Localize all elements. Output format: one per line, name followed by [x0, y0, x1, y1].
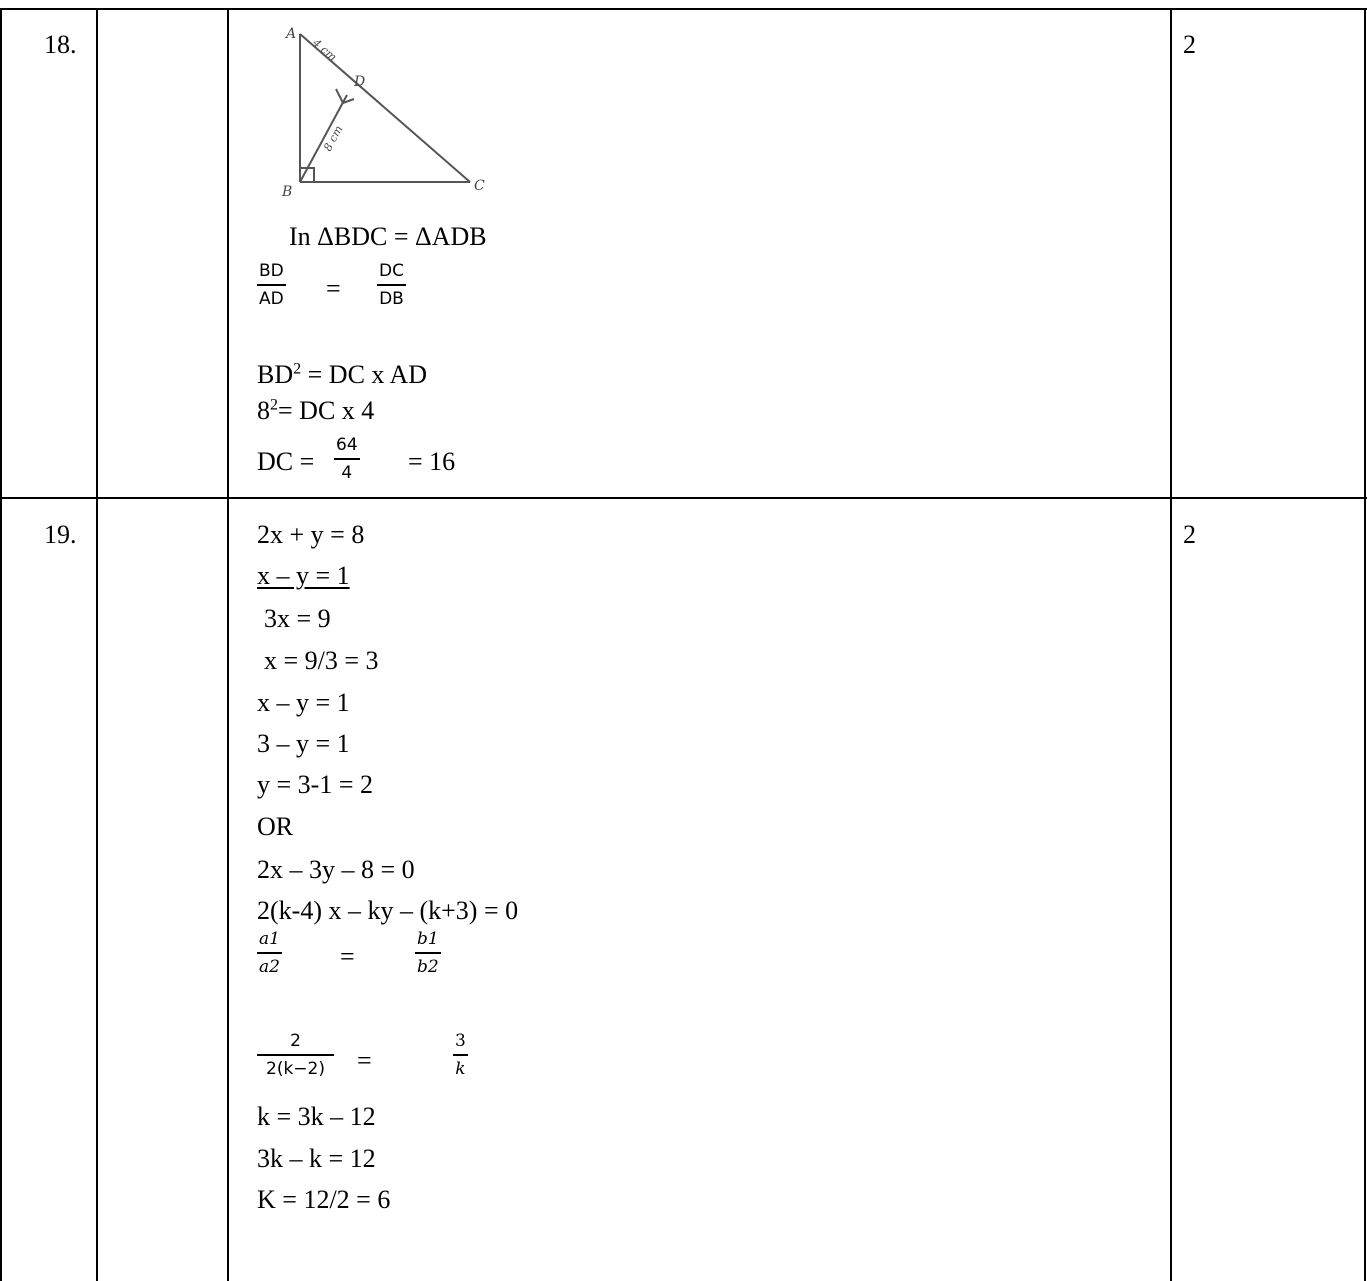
- equation-line: 3x = 9: [264, 604, 331, 633]
- segment-label-bd: 8 cm: [321, 123, 345, 153]
- vertex-label-a: A: [284, 26, 296, 42]
- equation-line: 3 – y = 1: [257, 729, 350, 758]
- or-separator: OR: [257, 812, 294, 841]
- equation-line: y = 3-1 = 2: [257, 770, 373, 799]
- fraction-64-4: 64 4: [334, 435, 360, 483]
- equation-line: k = 3k – 12: [257, 1102, 376, 1131]
- equals-sign: =: [340, 942, 355, 971]
- table-right-border: [1364, 8, 1366, 1281]
- equation-line: BD2 = DC x AD: [257, 360, 428, 389]
- table-top-border: [0, 8, 1367, 10]
- equation-line: K = 12/2 = 6: [257, 1185, 391, 1214]
- equation-line: 2x – 3y – 8 = 0: [257, 855, 415, 884]
- equals-sign: =: [326, 274, 341, 303]
- equation-result: = 16: [408, 447, 456, 476]
- fraction-b1-b2: b1 b2: [415, 929, 441, 977]
- triangle-figure: A 4 cm D 8 cm B C: [281, 26, 485, 200]
- equation-line: 3k – k = 12: [257, 1144, 376, 1173]
- equation-line: x – y = 1: [257, 561, 350, 590]
- equation-line: x – y = 1: [257, 688, 350, 717]
- equation-line: x = 9/3 = 3: [264, 646, 379, 675]
- row-divider: [0, 497, 1367, 499]
- marks-value: 2: [1183, 30, 1196, 59]
- fraction-bd-ad: BD AD: [257, 261, 286, 309]
- column-divider-2: [227, 8, 229, 1281]
- equation-line: DC =: [257, 447, 315, 476]
- equation-line: 2x + y = 8: [257, 520, 365, 549]
- fraction-3-over-k: 3 k: [453, 1031, 468, 1079]
- segment-label-ad: 4 cm: [309, 36, 339, 64]
- similarity-statement: In ΔBDC = ΔADB: [289, 222, 487, 251]
- column-divider-1: [96, 8, 98, 1281]
- vertex-label-c: C: [474, 178, 485, 194]
- column-divider-3: [1170, 8, 1172, 1281]
- equation-line: 82= DC x 4: [257, 396, 375, 425]
- equation-line: 2(k-4) x – ky – (k+3) = 0: [257, 896, 519, 925]
- question-number: 19.: [44, 520, 77, 549]
- fraction-2-over-2k: 2 2(k−2): [257, 1030, 334, 1080]
- table-left-border: [0, 8, 2, 1281]
- marks-value: 2: [1183, 520, 1196, 549]
- question-number: 18.: [44, 30, 77, 59]
- vertex-label-b: B: [281, 184, 292, 200]
- equals-sign: =: [357, 1046, 372, 1075]
- vertex-label-d: D: [353, 74, 365, 90]
- fraction-a1-a2: a1 a2: [257, 929, 282, 977]
- fraction-dc-db: DC DB: [377, 261, 406, 309]
